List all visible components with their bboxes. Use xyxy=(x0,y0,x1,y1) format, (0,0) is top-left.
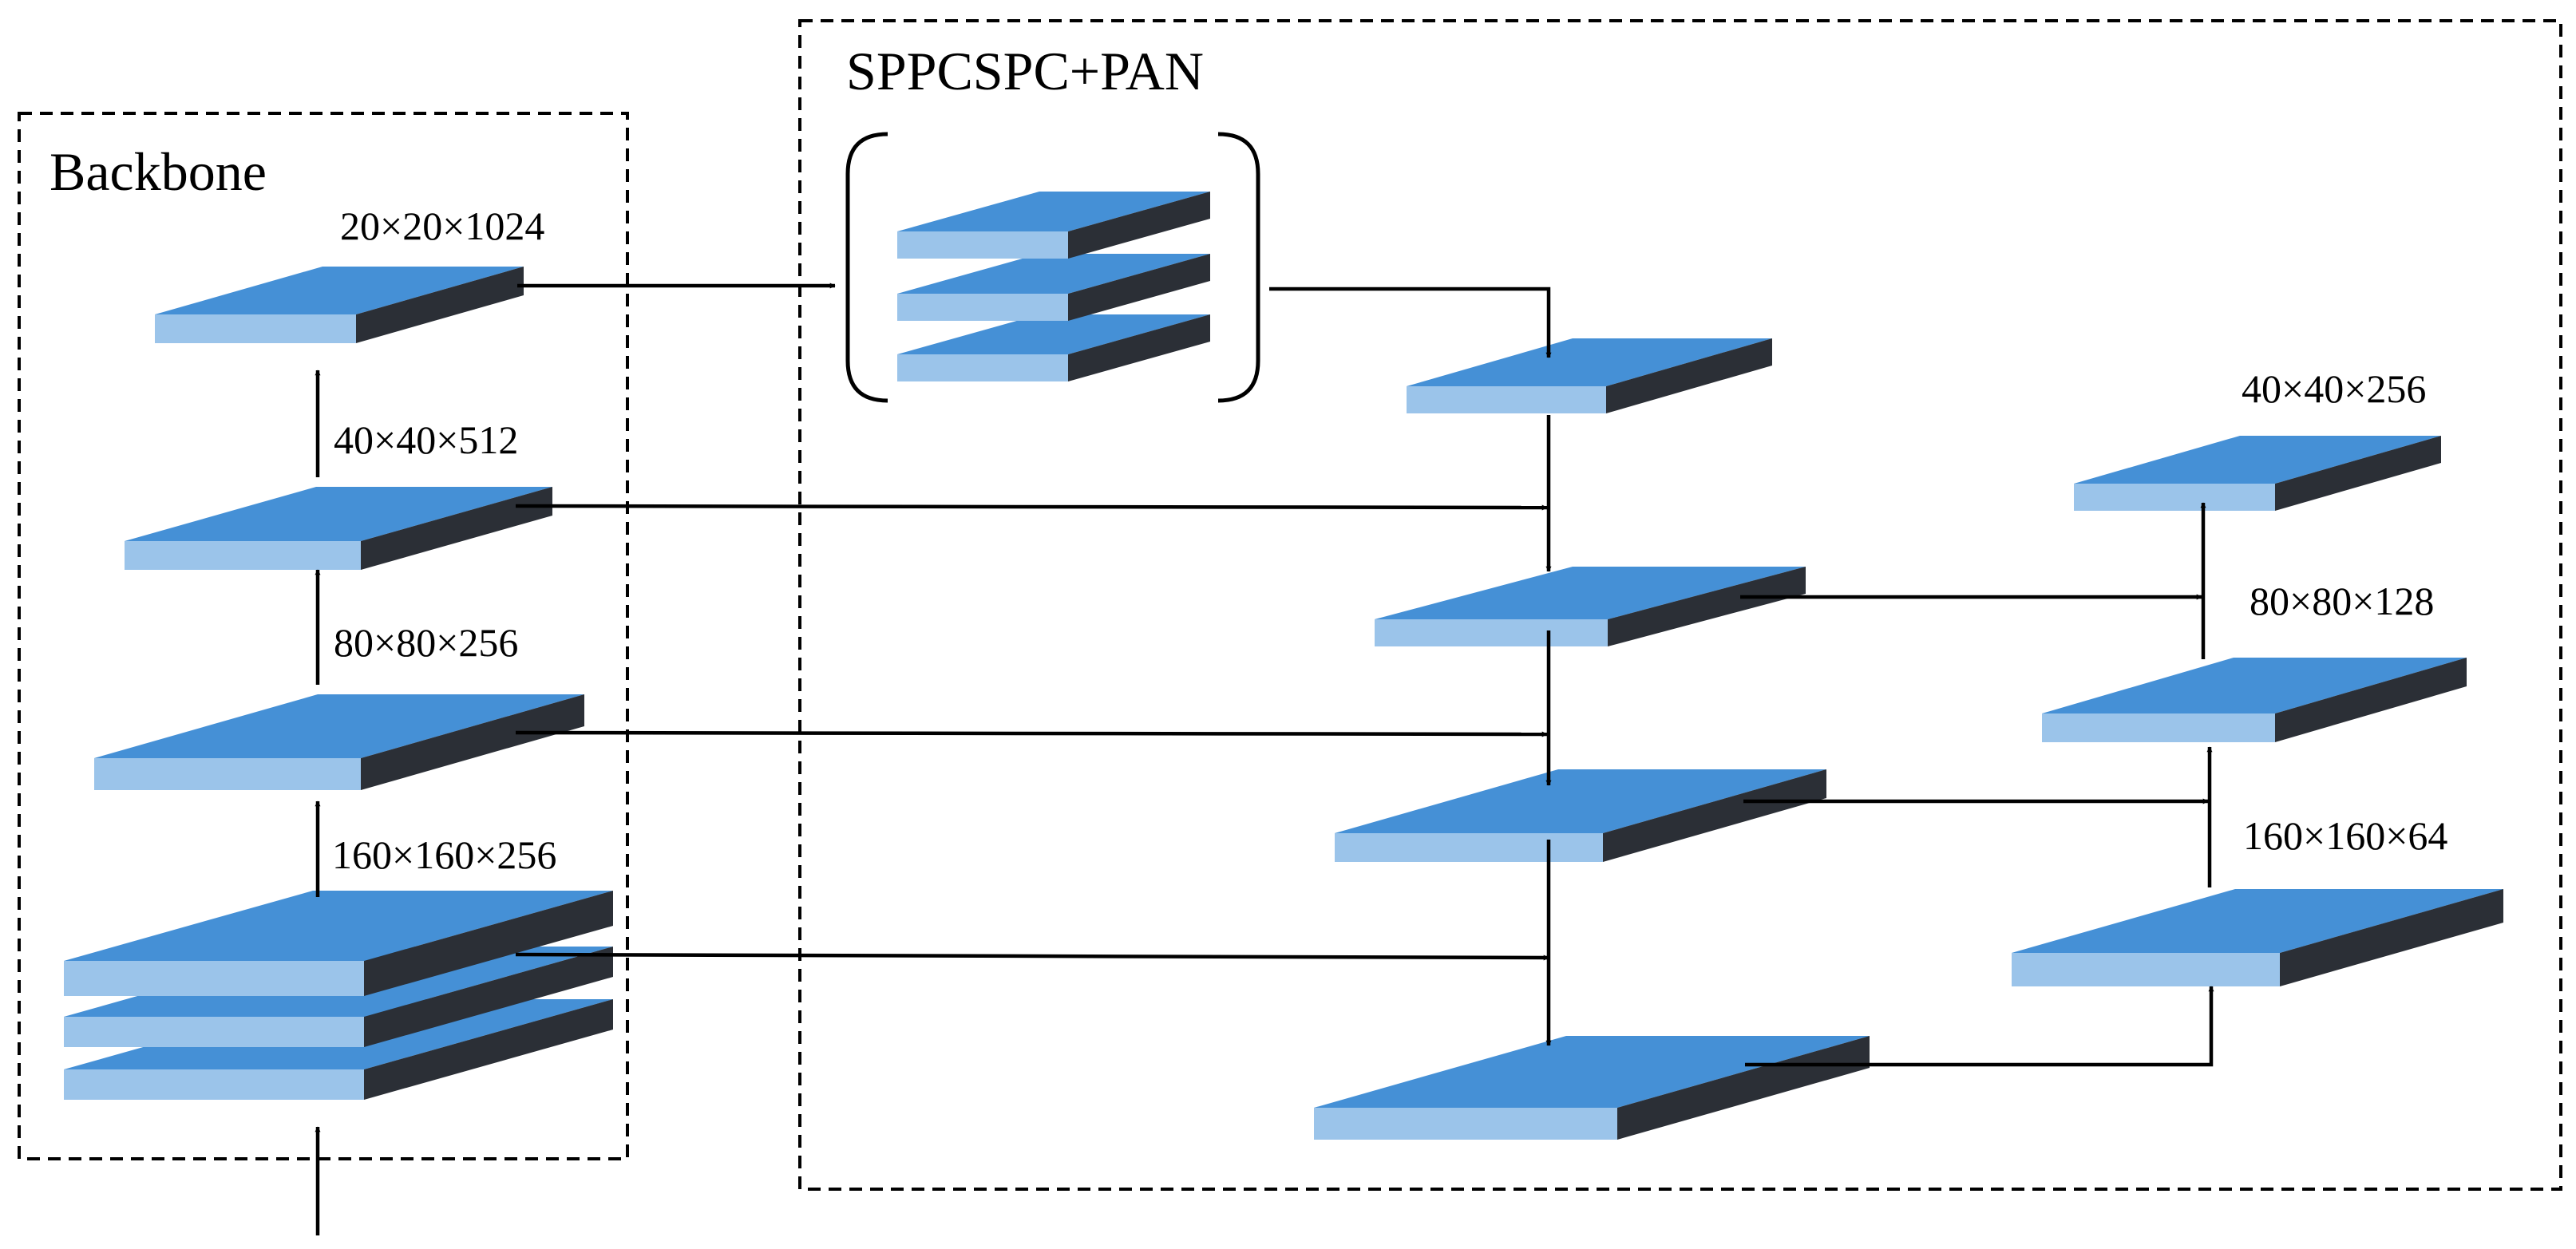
sppcspc-slab-1-side xyxy=(1068,192,1210,259)
sppcspc-slab-3-top xyxy=(897,314,1210,354)
arrow-sppcspc-to-neck1 xyxy=(1269,287,1552,358)
output-slab-80-front xyxy=(2042,713,2275,742)
neck-slab-1-top xyxy=(1407,338,1772,386)
sppcspc-slab-2 xyxy=(897,254,1210,321)
neck-slab-1 xyxy=(1407,338,1772,413)
output-slab-80 xyxy=(2042,658,2467,742)
arrow-b160-to-neck xyxy=(515,952,1549,961)
feature-maps xyxy=(64,192,2503,1140)
neck-slab-1-front xyxy=(1407,386,1606,413)
backbone-slab-40-side xyxy=(361,487,552,570)
backbone-label-160x160x256: 160×160×256 xyxy=(332,832,556,877)
neck-slab-2-top xyxy=(1375,567,1806,619)
arrow-b40-to-neck xyxy=(515,504,1548,511)
output-slab-40-top xyxy=(2074,436,2441,484)
neck-slab-4-top xyxy=(1314,1036,1870,1108)
backbone-slab-20-top xyxy=(155,267,524,314)
backbone-slab-80 xyxy=(94,694,584,790)
backbone-slab-160-a-side xyxy=(364,891,613,996)
neck-slab-2 xyxy=(1375,567,1806,646)
output-slab-160 xyxy=(2012,889,2503,986)
output-slab-40 xyxy=(2074,436,2441,511)
output-slab-160-side xyxy=(2280,889,2503,986)
backbone-slab-160-b-front xyxy=(64,1017,364,1047)
sppcspc-slab-3 xyxy=(897,314,1210,381)
sppcspc-slab-1-top xyxy=(897,192,1210,231)
backbone-slab-80-side xyxy=(361,694,584,790)
arrow-neck4-to-out160 xyxy=(1745,986,2214,1067)
backbone-slab-40-top xyxy=(125,487,552,541)
neck-slab-4 xyxy=(1314,1036,1870,1140)
neck-slab-3-front xyxy=(1335,833,1603,862)
backbone-slab-160-c-front xyxy=(64,1069,364,1100)
neck-slab-2-side xyxy=(1608,567,1806,646)
sppcspc-slab-2-side xyxy=(1068,254,1210,321)
sppcspc-left-bracket xyxy=(845,132,888,403)
neck-slab-1-side xyxy=(1606,338,1772,413)
output-label-80x80x128: 80×80×128 xyxy=(2250,579,2434,623)
backbone-slab-80-top xyxy=(94,694,584,758)
neck-title: SPPCSPC+PAN xyxy=(846,41,1204,101)
neck-frame xyxy=(798,19,2562,1191)
backbone-slab-40 xyxy=(125,487,552,570)
backbone-slab-20 xyxy=(155,267,524,343)
backbone-frame xyxy=(18,112,629,1160)
backbone-slab-20-side xyxy=(356,267,524,343)
backbone-slab-80-front xyxy=(94,758,361,790)
connections xyxy=(315,283,2214,1235)
backbone-slab-160-a-front xyxy=(64,961,364,996)
backbone-label-20x20x1024: 20×20×1024 xyxy=(340,204,544,248)
sppcspc-slab-2-top xyxy=(897,254,1210,294)
neck-slab-3 xyxy=(1335,769,1826,862)
neck-slab-3-side xyxy=(1603,769,1826,862)
sppcspc-slab-3-side xyxy=(1068,314,1210,381)
sppcspc-slab-1 xyxy=(897,192,1210,259)
output-slab-40-front xyxy=(2074,484,2275,511)
sppcspc-slab-1-front xyxy=(897,231,1068,259)
neck-slab-3-top xyxy=(1335,769,1826,833)
arrow-b80-to-neck xyxy=(515,730,1548,737)
neck-slab-4-side xyxy=(1617,1036,1870,1140)
sppcspc-slab-3-front xyxy=(897,354,1068,381)
output-slab-80-side xyxy=(2275,658,2467,742)
backbone-slab-40-front xyxy=(125,541,361,570)
neck-slab-4-front xyxy=(1314,1108,1617,1140)
backbone-slab-160-a-top xyxy=(64,891,613,961)
backbone-label-80x80x256: 80×80×256 xyxy=(334,620,518,665)
backbone-title: Backbone xyxy=(49,141,267,202)
output-label-160x160x64: 160×160×64 xyxy=(2243,813,2447,858)
neck-slab-2-front xyxy=(1375,619,1608,646)
output-label-40x40x256: 40×40×256 xyxy=(2242,366,2426,411)
output-slab-40-side xyxy=(2275,436,2441,511)
backbone-label-40x40x512: 40×40×512 xyxy=(334,417,518,462)
output-slab-160-front xyxy=(2012,953,2280,986)
backbone-slab-160-c-side xyxy=(364,999,613,1100)
output-slab-160-top xyxy=(2012,889,2503,953)
sppcspc-slab-2-front xyxy=(897,294,1068,321)
output-slab-80-top xyxy=(2042,658,2467,713)
backbone-slab-20-front xyxy=(155,314,356,343)
backbone-slab-160-b-side xyxy=(364,947,613,1047)
backbone-slab-160-a xyxy=(64,891,613,996)
sppcspc-right-bracket xyxy=(1217,132,1260,403)
